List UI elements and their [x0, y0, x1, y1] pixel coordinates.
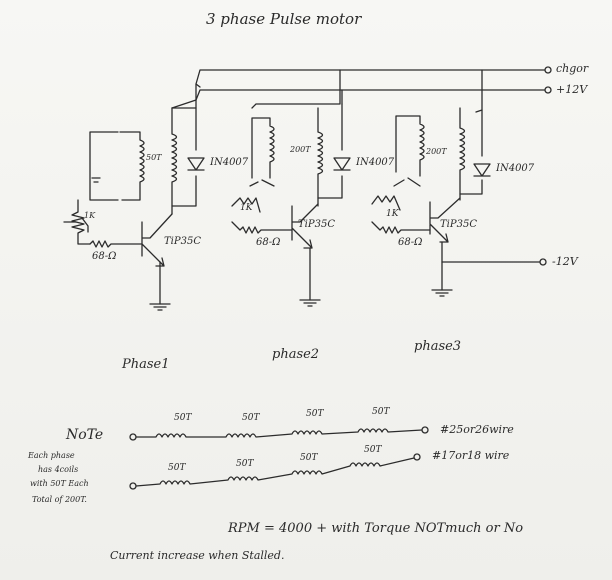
phase1-circuit — [63, 107, 205, 311]
phase3-coil-label: 200T — [426, 147, 447, 156]
phase1-transistor-label: TiP35C — [164, 236, 201, 247]
minus12-terminal — [539, 258, 547, 266]
phase3-switch — [393, 177, 421, 187]
phase1-pot-wiper — [63, 217, 89, 233]
phase1-coil-label: 50T — [146, 153, 162, 162]
phase2-circuit — [231, 103, 351, 307]
phase1-label: Phase1 — [122, 357, 170, 372]
chain2-coil1-label: 50T — [168, 463, 186, 473]
phase2-resistor-label: 68-Ω — [256, 237, 281, 248]
phase1-main-coil — [171, 107, 178, 215]
chain1-start-terminal — [129, 433, 137, 441]
chain1-end-terminal — [421, 426, 429, 434]
phase2-diode-label: IN4007 — [356, 157, 395, 168]
phase2-diode — [333, 157, 351, 171]
phase2-main-coil — [317, 107, 324, 207]
phase2-pot-label: 1K — [240, 203, 253, 213]
note-line-3: with 50T Each — [30, 479, 89, 488]
chain2-coil2-label: 50T — [236, 459, 254, 469]
phase3-diode-label: IN4007 — [496, 163, 535, 174]
phase3-pot — [371, 195, 401, 211]
phase3-transistor — [429, 197, 461, 243]
phase1-pot — [71, 199, 91, 245]
note-line-4: Total of 200T. — [32, 495, 87, 504]
rail-joiner-2 — [251, 69, 341, 109]
charge-rail-label: chgor — [556, 62, 589, 75]
minus12-rail-label: -12V — [552, 255, 578, 268]
phase2-ground — [299, 299, 321, 307]
plus12-terminal — [544, 86, 552, 94]
note-line-2: has 4coils — [38, 465, 79, 474]
phase3-diode — [473, 163, 491, 177]
phase1-diode-wire — [171, 107, 197, 207]
phase2-pot — [231, 197, 261, 213]
phase2-transistor — [291, 203, 319, 249]
chain1-coil1-label: 50T — [174, 413, 192, 423]
chain1-coil2-label: 50T — [242, 413, 260, 423]
chain2-start-terminal — [129, 482, 137, 490]
phase1-ground — [149, 303, 171, 311]
rpm-note-line-1: RPM = 4000 + with Torque NOTmuch or No — [228, 521, 524, 536]
phase1-pot-label: 1K — [84, 211, 96, 220]
chain1-wire-label: #25or26wire — [440, 423, 514, 436]
coil-chain-row-2 — [129, 453, 421, 490]
phase2-diode-wire — [317, 103, 343, 199]
chain1-coils — [135, 428, 423, 438]
chain1-coil3-label: 50T — [306, 409, 324, 419]
phase1-transistor — [141, 213, 173, 267]
phase3-resistor — [371, 221, 431, 234]
plus12-rail-label: +12V — [556, 83, 588, 96]
phase3-drive-coil — [395, 115, 425, 177]
phase3-resistor-label: 68-Ω — [398, 237, 423, 248]
phase3-transistor-label: TiP35C — [440, 219, 477, 230]
phase1-resistor — [89, 240, 143, 248]
diagram-title: 3 phase Pulse motor — [206, 10, 362, 28]
phase3-diode-wire — [459, 109, 483, 195]
coil-chain-row-1 — [129, 426, 429, 441]
chain2-coils — [135, 457, 415, 487]
note-heading: NoTe — [66, 427, 104, 443]
phase1-battery — [89, 131, 119, 201]
phase2-resistor — [231, 221, 293, 234]
phase3-label: phase3 — [414, 339, 462, 354]
chain2-coil3-label: 50T — [300, 453, 318, 463]
phase3-pot-label: 1K — [386, 209, 399, 219]
charge-rail-wire — [195, 69, 546, 88]
chain2-coil4-label: 50T — [364, 445, 382, 455]
phase1-resistor-label: 68-Ω — [92, 251, 117, 262]
phase2-transistor-label: TiP35C — [298, 219, 335, 230]
phase3-circuit — [371, 107, 491, 297]
phase1-drive-coil — [119, 131, 145, 201]
chain2-wire-label: #17or18 wire — [432, 449, 510, 462]
phase3-ground — [431, 289, 453, 297]
phase1-diode-label: IN4007 — [210, 157, 249, 168]
chain2-end-terminal — [413, 453, 421, 461]
phase3-main-coil — [459, 107, 466, 201]
phase2-coil-label: 200T — [290, 145, 311, 154]
rpm-note-line-2: Current increase when Stalled. — [110, 549, 285, 562]
rail-joiner-3 — [475, 69, 483, 113]
phase2-label: phase2 — [272, 347, 320, 362]
plus12-rail-wire — [171, 89, 546, 109]
chain1-coil4-label: 50T — [372, 407, 390, 417]
phase1-diode — [187, 157, 205, 171]
charge-terminal — [544, 66, 552, 74]
phase2-switch — [249, 179, 275, 187]
note-line-1: Each phase — [28, 451, 75, 460]
phase2-drive-coil — [251, 117, 275, 179]
